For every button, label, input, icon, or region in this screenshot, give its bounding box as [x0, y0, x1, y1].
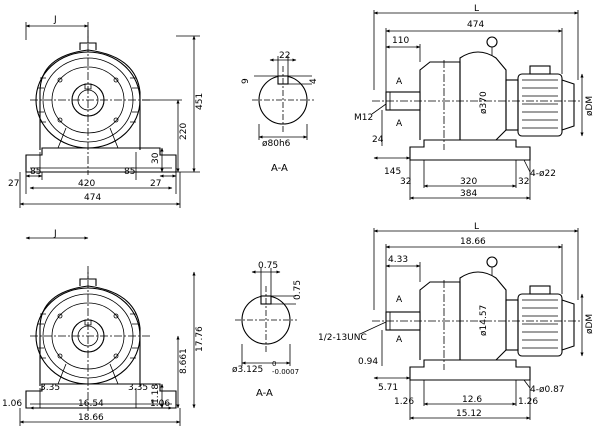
dim-L-imp: L	[474, 222, 479, 232]
dim-9: 9	[241, 78, 251, 84]
dim-18-66: 18.66	[78, 413, 104, 423]
metric-section-view: 22 4 9 ø80h6 A-A	[241, 51, 319, 174]
dim-1-26-left: 1.26	[394, 397, 414, 407]
dim-110: 110	[392, 36, 409, 46]
dim-dia-dm: øDM	[585, 96, 595, 116]
dim-1-06-left: 1.06	[2, 399, 22, 409]
dim-4-33: 4.33	[388, 255, 408, 265]
dim-j-imp: J	[53, 229, 57, 239]
section-a-top: A	[396, 77, 403, 87]
dim-27-left: 27	[8, 179, 19, 189]
imperial-side-view: L 18.66 4.33 A A ø14.57 øDM 1/2-13UNC 0.…	[318, 222, 595, 420]
dim-22: 22	[279, 51, 290, 61]
dim-420: 420	[78, 179, 95, 189]
dim-hole-0-87: 4-ø0.87	[530, 385, 565, 395]
dim-32-right: 32	[518, 177, 529, 187]
metric-front-view: J 451 220 30 85 85 420 27 27 474	[8, 15, 205, 208]
dim-dia-80h6: ø80h6	[262, 139, 291, 149]
dim-dia-dm-imp: øDM	[585, 314, 595, 334]
dim-12-6: 12.6	[462, 395, 482, 405]
dim-tol-neg: -0.0007	[272, 368, 299, 376]
section-a-bottom: A	[396, 119, 403, 129]
dim-27-right: 27	[150, 179, 161, 189]
dim-j: J	[53, 15, 57, 25]
dim-1-18: 1.18	[151, 384, 161, 404]
dim-thread-unc: 1/2-13UNC	[318, 333, 367, 343]
section-a-top-imp: A	[396, 295, 403, 305]
imperial-front-view: J 17.76 8.661 1.18 3.35 3.35 16.54 1.06 …	[2, 229, 205, 426]
dim-8-661: 8.661	[179, 348, 189, 374]
dim-24: 24	[372, 135, 384, 145]
dim-tol-0: 0	[272, 360, 276, 368]
dim-m12: M12	[354, 113, 373, 123]
dim-474: 474	[84, 193, 101, 203]
section-label-aa-imp: A-A	[256, 388, 273, 399]
dim-220: 220	[179, 123, 189, 140]
dim-5-71: 5.71	[378, 383, 398, 393]
dim-L: L	[474, 4, 479, 14]
dim-17-76: 17.76	[195, 326, 205, 352]
dim-hole-22: 4-ø22	[530, 169, 556, 179]
dim-85-right: 85	[124, 167, 135, 177]
dim-4: 4	[309, 78, 319, 84]
dim-0-94: 0.94	[358, 357, 378, 367]
section-label-aa: A-A	[271, 163, 288, 174]
imperial-section-view: 0.75 0.75 ø3.125 0 -0.0007 A-A	[232, 261, 303, 399]
dim-1-06-right: 1.06	[150, 399, 170, 409]
dim-32-left: 32	[400, 177, 411, 187]
dim-dia-370: ø370	[479, 91, 489, 114]
dim-3-35-right: 3.35	[128, 383, 148, 393]
dim-1-26-right: 1.26	[518, 397, 538, 407]
dim-145: 145	[384, 167, 401, 177]
dim-474-side: 474	[467, 20, 484, 30]
dim-15-12: 15.12	[456, 409, 482, 419]
dim-384: 384	[460, 189, 477, 199]
dim-0-75-h: 0.75	[293, 280, 303, 300]
dim-dia-3-125: ø3.125	[232, 365, 263, 375]
dim-30: 30	[151, 152, 161, 164]
section-a-bottom-imp: A	[396, 335, 403, 345]
dim-18-66-side: 18.66	[460, 237, 486, 247]
dim-320: 320	[460, 177, 477, 187]
dim-dia-14-57: ø14.57	[479, 305, 489, 336]
dim-3-35-left: 3.35	[40, 383, 60, 393]
dim-0-75-w: 0.75	[258, 261, 278, 271]
metric-side-view: L 474 110 A A ø370 øDM M12 24 145 4-ø22 …	[354, 4, 595, 200]
dim-16-54: 16.54	[78, 399, 104, 409]
dim-85-left: 85	[30, 167, 41, 177]
dim-451: 451	[195, 93, 205, 110]
